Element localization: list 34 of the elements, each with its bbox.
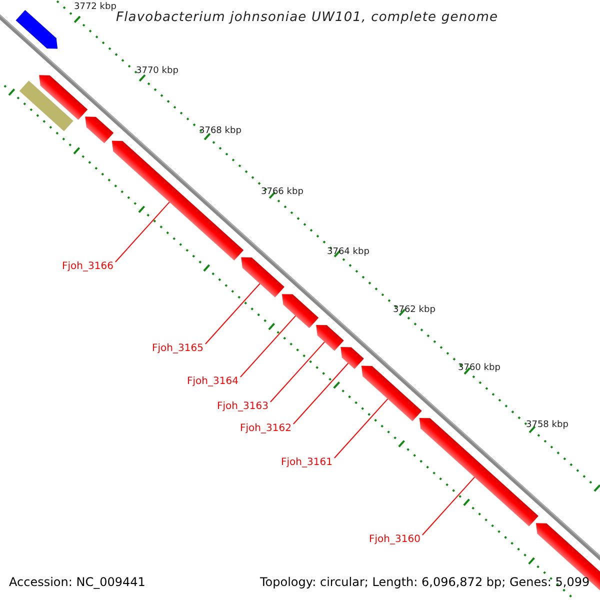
gene-label: Fjoh_3160 (369, 534, 420, 545)
scale-label: 3772 kbp (74, 2, 116, 12)
gene-label: Fjoh_3165 (152, 343, 204, 354)
gene-feature (241, 257, 284, 298)
gene-feature (316, 324, 344, 351)
scale-label: 3766 kbp (261, 187, 304, 197)
title: Flavobacterium johnsoniae UW101, complete genome (116, 10, 498, 25)
scale-label: 3758 kbp (526, 420, 568, 430)
gene-feature (112, 140, 244, 260)
leader-line (114, 202, 170, 262)
gene-feature (19, 80, 74, 132)
scale-label: 3764 kbp (327, 247, 370, 257)
gene-label: Fjoh_3162 (240, 423, 292, 434)
leader-line (240, 315, 296, 378)
gene-feature (85, 116, 114, 144)
gene-feature (340, 347, 364, 369)
gene-feature (361, 366, 422, 422)
gene-feature (16, 10, 58, 49)
scale-label: 3770 kbp (136, 66, 178, 76)
leader-line (270, 341, 326, 402)
gene-feature (39, 75, 88, 120)
gene-feature (282, 294, 319, 328)
leader-line (422, 476, 476, 536)
gene-label: Fjoh_3163 (217, 401, 268, 412)
scale-label: 3760 kbp (458, 363, 500, 373)
gene-label: Fjoh_3166 (62, 261, 114, 272)
accession-text: Accession: NC_009441 (9, 575, 146, 589)
leader-line (292, 362, 349, 424)
leader-line (334, 398, 388, 458)
scale-label: 3762 kbp (393, 305, 436, 315)
leader-line (204, 283, 260, 344)
gene-label: Fjoh_3161 (281, 457, 332, 468)
genome-summary-text: Topology: circular; Length: 6,096,872 bp; Genes: 5,099 (260, 575, 590, 589)
gene-label: Fjoh_3164 (187, 376, 238, 387)
